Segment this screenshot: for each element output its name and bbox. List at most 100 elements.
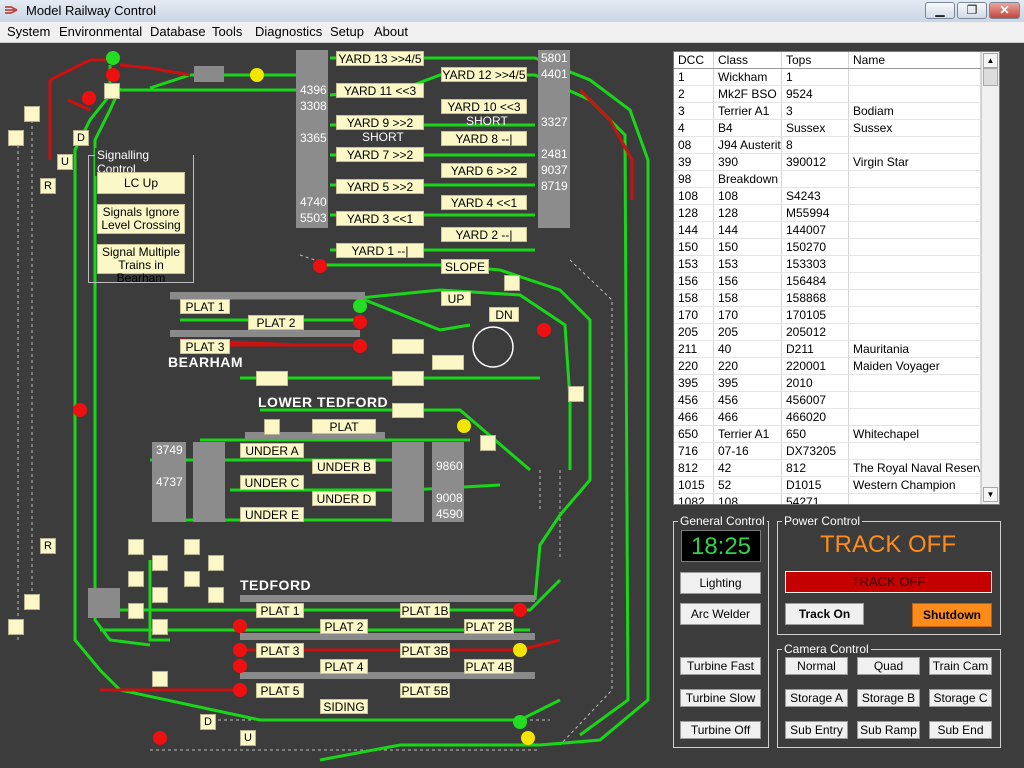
tedford-plat-4b[interactable]: PLAT 4B — [464, 659, 514, 674]
yard-10-label[interactable]: YARD 10 <<3 — [441, 99, 527, 114]
tedford-plat-2b[interactable]: PLAT 2B — [464, 619, 514, 634]
track-on-button[interactable]: Track On — [785, 603, 864, 625]
section-button[interactable] — [392, 403, 424, 418]
scroll-up-arrow-icon[interactable]: ▲ — [983, 53, 998, 68]
signal-light[interactable] — [233, 619, 247, 633]
signal-light[interactable] — [250, 68, 264, 82]
tedford-plat-3b[interactable]: PLAT 3B — [400, 643, 450, 658]
menu-setup[interactable]: Setup — [330, 24, 364, 39]
point-switch[interactable] — [264, 419, 280, 435]
maximize-button[interactable]: ❐ — [957, 2, 987, 19]
turbine-fast-button[interactable]: Turbine Fast — [680, 657, 761, 675]
tedford-plat-4[interactable]: PLAT 4 — [320, 659, 368, 674]
yard-4-label[interactable]: YARD 4 <<1 — [441, 195, 527, 210]
siding-label[interactable]: SIDING — [320, 699, 368, 714]
signal-light[interactable] — [513, 603, 527, 617]
under-c-label[interactable]: UNDER C — [240, 475, 304, 490]
point-switch[interactable] — [128, 603, 144, 619]
signal-light[interactable] — [233, 659, 247, 673]
yard-9-label[interactable]: YARD 9 >>2 — [336, 115, 424, 130]
camera-quad-button[interactable]: Quad — [857, 657, 920, 675]
camera-storage-c-button[interactable]: Storage C — [929, 689, 992, 707]
yard-2-label[interactable]: YARD 2 --| — [441, 227, 527, 242]
camera-storage-a-button[interactable]: Storage A — [785, 689, 848, 707]
marker-u[interactable]: U — [57, 154, 73, 170]
turbine-slow-button[interactable]: Turbine Slow — [680, 689, 761, 707]
signal-light[interactable] — [106, 68, 120, 82]
point-switch[interactable] — [152, 619, 168, 635]
point-switch[interactable] — [152, 587, 168, 603]
bearham-plat-3[interactable]: PLAT 3 — [180, 339, 230, 354]
signal-light[interactable] — [153, 731, 167, 745]
section-button[interactable] — [432, 355, 464, 370]
signal-light[interactable] — [457, 419, 471, 433]
point-switch[interactable] — [152, 555, 168, 571]
marker-d[interactable]: D — [73, 130, 89, 146]
column-header-class[interactable]: Class — [714, 52, 782, 68]
point-switch[interactable] — [128, 571, 144, 587]
tedford-plat-2[interactable]: PLAT 2 — [320, 619, 368, 634]
yard-7-label[interactable]: YARD 7 >>2 — [336, 147, 424, 162]
signal-light[interactable] — [73, 403, 87, 417]
menu-diagnostics[interactable]: Diagnostics — [255, 24, 323, 39]
point-switch[interactable] — [504, 275, 520, 291]
tedford-plat-1b[interactable]: PLAT 1B — [400, 603, 450, 618]
menu-about[interactable]: About — [374, 24, 408, 39]
signal-light[interactable] — [353, 315, 367, 329]
signal-light[interactable] — [233, 683, 247, 697]
signal-light[interactable] — [313, 259, 327, 273]
menu-environmental[interactable]: Environmental — [59, 24, 143, 39]
tedford-plat-3[interactable]: PLAT 3 — [256, 643, 304, 658]
camera-storage-b-button[interactable]: Storage B — [857, 689, 920, 707]
point-switch[interactable] — [24, 594, 40, 610]
marker-u[interactable]: U — [240, 730, 256, 746]
menu-database[interactable]: Database — [150, 24, 206, 39]
yard-6-label[interactable]: YARD 6 >>2 — [441, 163, 527, 178]
signal-multiple-trains-button[interactable]: Signal Multiple Trains in Bearham — [97, 244, 185, 285]
slope-label[interactable]: SLOPE — [441, 259, 489, 274]
point-switch[interactable] — [8, 130, 24, 146]
scroll-down-arrow-icon[interactable]: ▼ — [983, 487, 998, 502]
tedford-plat-5[interactable]: PLAT 5 — [256, 683, 304, 698]
section-button[interactable] — [392, 339, 424, 354]
close-button[interactable]: ✕ — [989, 2, 1020, 19]
yard-1-label[interactable]: YARD 1 --| — [336, 243, 424, 258]
point-switch[interactable] — [8, 619, 24, 635]
camera-normal-button[interactable]: Normal — [785, 657, 848, 675]
bearham-plat-2[interactable]: PLAT 2 — [248, 315, 304, 330]
signal-light[interactable] — [106, 51, 120, 65]
signal-light[interactable] — [513, 715, 527, 729]
point-switch[interactable] — [128, 539, 144, 555]
arc-welder-button[interactable]: Arc Welder — [680, 603, 761, 625]
signal-light[interactable] — [513, 643, 527, 657]
signal-light[interactable] — [537, 323, 551, 337]
under-a-label[interactable]: UNDER A — [240, 443, 304, 458]
point-switch[interactable] — [152, 671, 168, 687]
lower-tedford-plat[interactable]: PLAT — [312, 419, 376, 434]
column-header-name[interactable]: Name — [849, 52, 981, 68]
point-switch[interactable] — [24, 106, 40, 122]
signal-light[interactable] — [521, 731, 535, 745]
point-switch[interactable] — [104, 83, 120, 99]
point-switch[interactable] — [568, 386, 584, 402]
under-d-label[interactable]: UNDER D — [312, 491, 376, 506]
yard-3-label[interactable]: YARD 3 <<1 — [336, 211, 424, 226]
point-switch[interactable] — [208, 587, 224, 603]
